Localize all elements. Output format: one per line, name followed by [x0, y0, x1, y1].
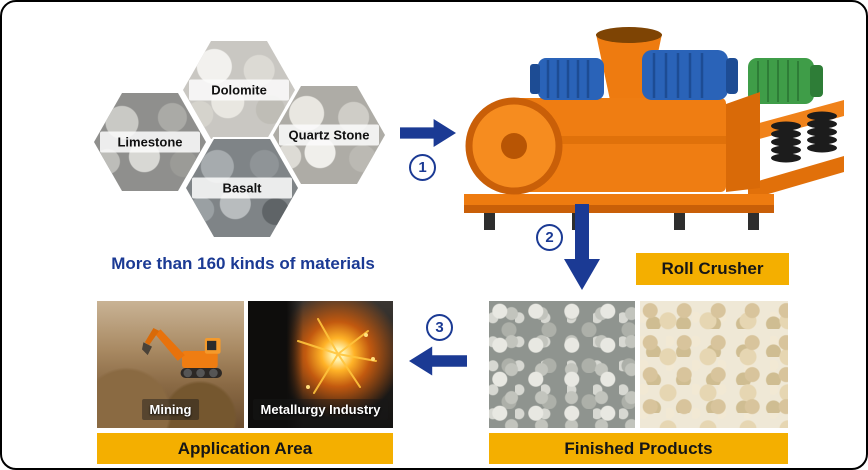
materials-caption: More than 160 kinds of materials [111, 254, 375, 273]
arrow-left-icon [409, 346, 467, 376]
mining-scene: Mining [97, 301, 244, 428]
limestone-stone-image: Limestone [94, 93, 206, 191]
step-1-badge: 1 [409, 154, 436, 181]
pebbles-texture [640, 301, 788, 428]
metallurgy-label: Metallurgy Industry [252, 399, 389, 420]
material-hexagon-limestone: Limestone [92, 91, 208, 193]
gravel-texture [489, 301, 635, 428]
metallurgy-image: Metallurgy Industry [248, 301, 393, 428]
finished-products-label: Finished Products [489, 433, 788, 464]
material-hexagon-dolomite: Dolomite [181, 39, 297, 141]
furnace-silhouette [248, 301, 304, 428]
sparks-icon [297, 318, 377, 394]
step-2-badge: 2 [536, 224, 563, 251]
arrow-right-icon [400, 119, 456, 147]
roll-crusher-label: Roll Crusher [636, 253, 789, 285]
roll-crusher-machine-image [464, 27, 844, 230]
material-hexagon-quartz-stone: Quartz Stone [271, 84, 387, 186]
arrow-down-icon [564, 204, 600, 290]
mining-label: Mining [141, 399, 200, 420]
finished-product-pebbles-image [640, 301, 788, 428]
excavator-icon [142, 328, 222, 378]
mining-image: Mining [97, 301, 244, 428]
step-3-badge: 3 [426, 314, 453, 341]
finished-product-gravel-image [489, 301, 635, 428]
material-label: Basalt [191, 177, 293, 199]
material-label: Quartz Stone [278, 124, 380, 146]
basalt-stone-image: Basalt [186, 139, 298, 237]
material-label: Dolomite [188, 79, 290, 101]
material-label: Limestone [99, 131, 201, 153]
application-area-label: Application Area [97, 433, 393, 464]
metallurgy-scene: Metallurgy Industry [248, 301, 393, 428]
